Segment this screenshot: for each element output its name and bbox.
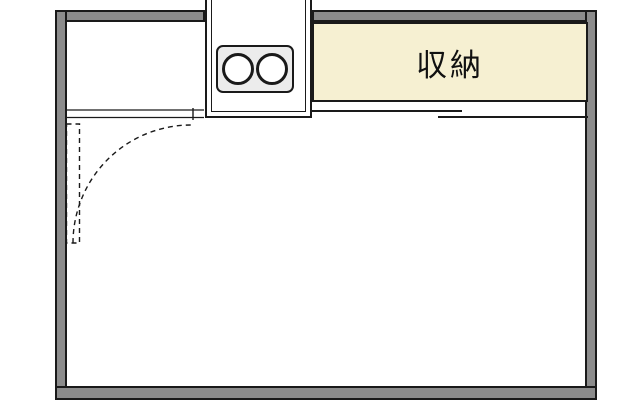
- wall-top-right: [312, 10, 597, 22]
- stove-burner-left-icon: [222, 53, 254, 85]
- stove-burner-right-icon: [256, 53, 288, 85]
- wall-top-left: [55, 10, 205, 22]
- storage-closet: 収納: [312, 22, 588, 102]
- door-swing-arc: [72, 124, 192, 244]
- wall-left: [55, 10, 67, 400]
- storage-label: 収納: [416, 47, 484, 84]
- door-leaf-dashed: [65, 123, 81, 244]
- wall-bottom: [55, 386, 597, 400]
- stove: [216, 45, 294, 93]
